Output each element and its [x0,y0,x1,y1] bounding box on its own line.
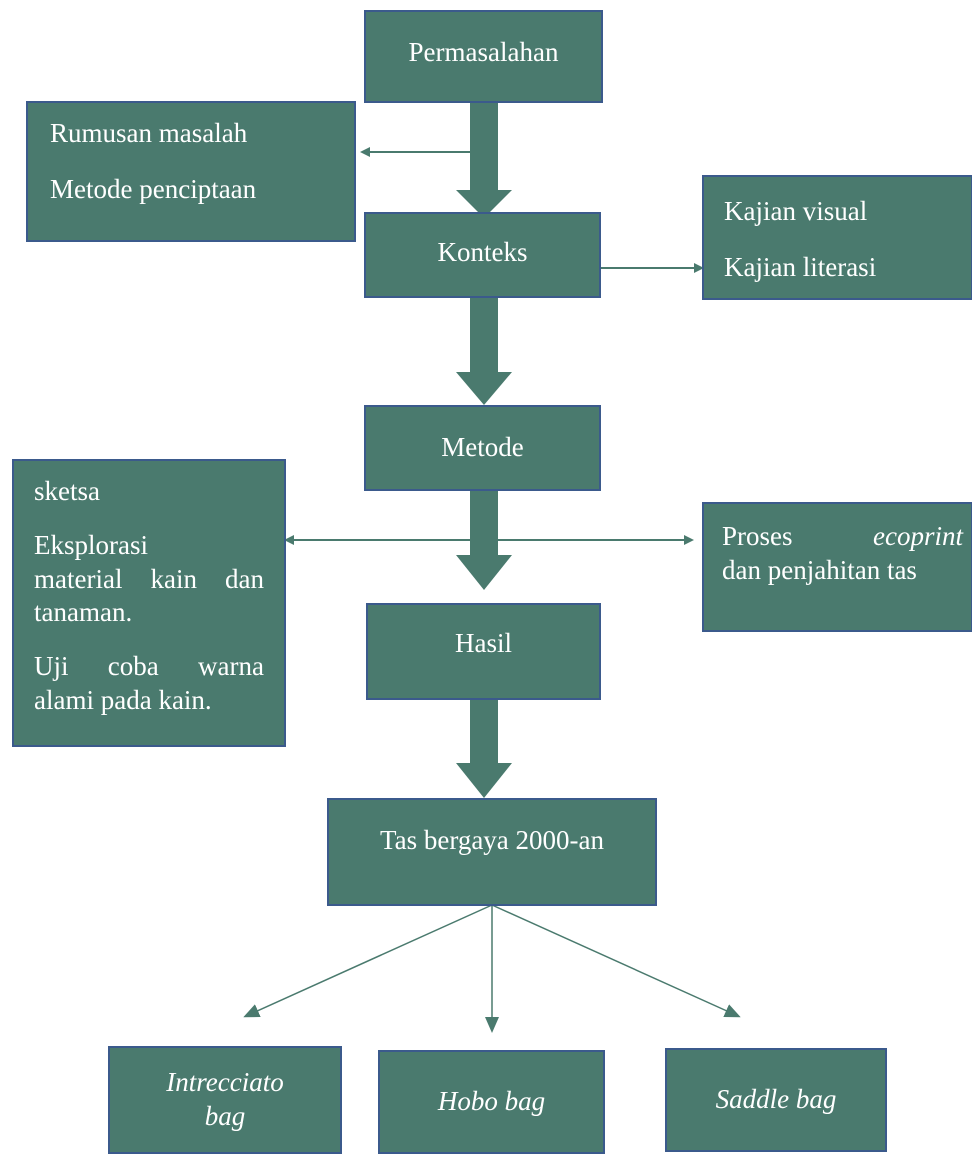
node-kajian: Kajian visual Kajian literasi [702,175,972,300]
arrow-to-intrecciato [243,904,493,1018]
kajian-line-1: Kajian visual [724,196,868,226]
metode-left-uji-1: Uji coba warna [34,651,264,681]
node-hobo: Hobo bag [378,1050,605,1154]
node-permasalahan-label: Permasalahan [408,37,559,67]
proses-line-1: Proses ecoprint [722,520,963,554]
metode-left-eksplorasi-3: tanaman. [34,597,133,628]
node-saddle: Saddle bag [665,1048,887,1152]
node-metode-label: Metode [441,432,524,462]
node-rumusan: Rumusan masalah Metode penciptaan [26,101,356,242]
node-permasalahan: Permasalahan [364,10,603,103]
down-arrow-4 [456,698,512,798]
node-hasil: Hasil [366,603,601,700]
proses-line-1-italic: ecoprint [873,521,963,551]
proses-line-2: dan penjahitan tas [722,554,917,585]
kajian-line-2: Kajian literasi [724,251,877,282]
node-tas-bergaya-label: Tas bergaya 2000-an [379,825,605,855]
arrow-to-saddle [491,904,741,1018]
rumusan-line-2: Metode penciptaan [50,173,257,204]
node-konteks-label: Konteks [437,237,528,267]
metode-left-uji-2: alami pada kain. [34,684,212,715]
metode-left-eksplorasi-2: material kain dan [34,563,264,594]
node-intrecciato: Intrecciato bag [108,1046,342,1154]
metode-left-eksplorasi-1: Eksplorasi [34,529,148,560]
hobo-label: Hobo bag [437,1086,546,1117]
down-arrow-3 [456,490,512,590]
saddle-label: Saddle bag [715,1084,837,1115]
metode-left-sketsa: sketsa [34,476,100,506]
node-metode: Metode [364,405,601,491]
node-metode-left: sketsa Eksplorasi material kain dan tana… [12,459,286,747]
node-proses: Proses ecoprint dan penjahitan tas [702,502,972,632]
intrecciato-line-1: Intrecciato [166,1067,284,1098]
intrecciato-line-2: bag [204,1101,246,1131]
down-arrow-2 [456,296,512,405]
node-konteks: Konteks [364,212,601,298]
rumusan-line-1: Rumusan masalah [50,118,248,148]
node-hasil-label: Hasil [455,628,512,658]
down-arrow-1 [456,103,512,218]
node-tas-bergaya: Tas bergaya 2000-an [327,798,657,906]
proses-line-1-prefix: Proses [722,521,793,551]
